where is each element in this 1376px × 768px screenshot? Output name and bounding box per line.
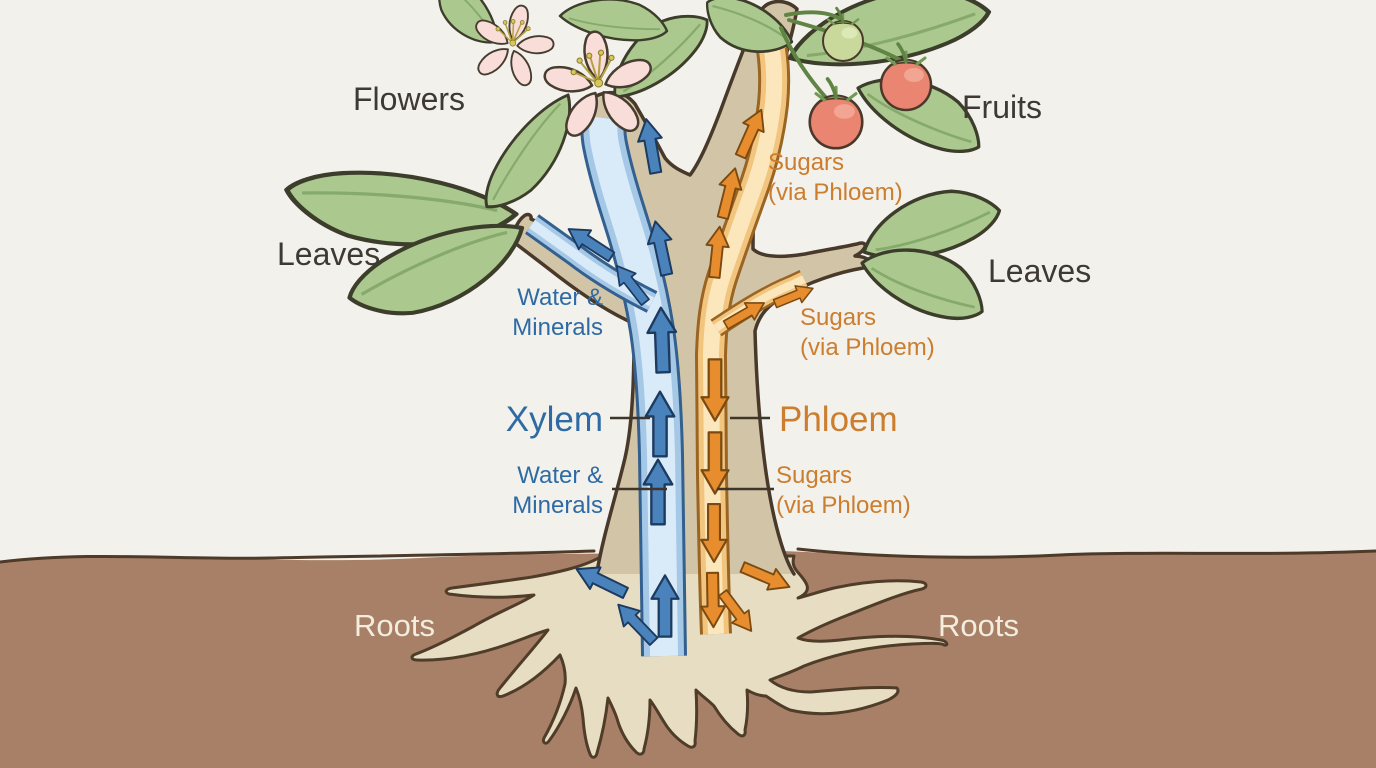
leaf	[471, 83, 593, 225]
sugars-label-bottom: Sugars (via Phloem)	[776, 462, 911, 519]
phloem-channel-core	[702, 48, 783, 635]
water-minerals-label-bottom: Water & Minerals	[512, 462, 603, 519]
leaf	[556, 0, 672, 48]
roots-shape	[410, 554, 949, 759]
root-system	[410, 554, 949, 759]
fruit-stem	[779, 26, 830, 102]
sugars-label-top: Sugars (via Phloem)	[768, 149, 903, 206]
leaves-label-left: Leaves	[277, 236, 381, 272]
foliage	[282, 0, 1008, 336]
phloem-label: Phloem	[779, 400, 898, 439]
fruits-label: Fruits	[962, 89, 1042, 125]
xylem-label: Xylem	[505, 400, 603, 439]
roots-label-left: Roots	[354, 608, 435, 643]
soil-surface-line-left	[0, 549, 596, 564]
flowers-label: Flowers	[353, 81, 466, 117]
phloem-channel	[694, 47, 809, 635]
fruit-stem	[784, 10, 844, 22]
sugars-label-middle: Sugars (via Phloem)	[800, 304, 935, 361]
water-minerals-label-top: Water & Minerals	[512, 284, 603, 341]
roots-label-right: Roots	[938, 608, 1019, 643]
leaves-label-right: Leaves	[988, 253, 1092, 289]
soil-surface-line-right	[796, 547, 1376, 559]
leader-lines	[610, 416, 774, 491]
